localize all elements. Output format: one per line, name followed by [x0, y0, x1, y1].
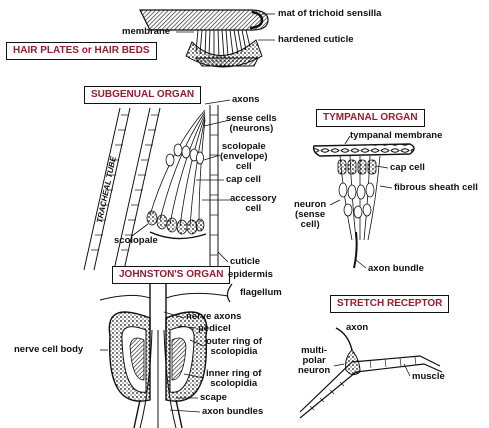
label-outer-ring-of-scolopidia: outer ring of scolopidia: [206, 337, 262, 357]
tympanal-drawing: [314, 136, 414, 268]
hair-plates-title: HAIR PLATES or HAIR BEDS: [6, 42, 157, 60]
label-axon-bundles: axon bundles: [202, 407, 263, 417]
stretch-receptor-title: STRETCH RECEPTOR: [330, 295, 449, 313]
label-tympanal-membrane: tympanal membrane: [350, 131, 442, 141]
label-cap-cell: cap cell: [226, 175, 261, 185]
label-stretch-axon: axon: [346, 323, 368, 333]
label-flagellum: flagellum: [240, 288, 282, 298]
label-pedicel: pedicel: [198, 324, 231, 334]
label-scolopale: scolopale: [114, 236, 158, 246]
label-axon-bundle: axon bundle: [368, 264, 424, 274]
label-muscle: muscle: [412, 372, 445, 382]
label-membrane: membrane: [122, 27, 170, 37]
label-accessory-cell: accessory cell: [230, 194, 276, 214]
label-mat-of-trichoid-sensilla: mat of trichoid sensilla: [278, 9, 381, 19]
label-neuron-sense-cell: neuron (sense cell): [294, 200, 326, 230]
label-sense-cells: sense cells (neurons): [226, 114, 277, 134]
subgenual-organ-title: SUBGENUAL ORGAN: [84, 86, 201, 104]
label-cuticle: cuticle: [230, 257, 260, 267]
label-epidermis: epidermis: [228, 270, 273, 280]
label-fibrous-sheath-cell: fibrous sheath cell: [394, 183, 478, 193]
tympanal-organ-title: TYMPANAL ORGAN: [316, 109, 425, 127]
label-inner-ring-of-scolopidia: inner ring of scolopidia: [206, 369, 261, 389]
label-nerve-axons: nerve axons: [186, 312, 241, 322]
label-scape: scape: [200, 393, 227, 403]
hair-plates-drawing: [140, 10, 275, 67]
label-tympanal-cap-cell: cap cell: [390, 163, 425, 173]
label-multipolar-neuron: multi- polar neuron: [298, 346, 330, 376]
johnstons-organ-title: JOHNSTON'S ORGAN: [112, 266, 230, 284]
label-scolopale-envelope-cell: scolopale (envelope) cell: [220, 142, 268, 172]
label-hardened-cuticle: hardened cuticle: [278, 35, 354, 45]
label-nerve-cell-body: nerve cell body: [14, 345, 83, 355]
label-axons: axons: [232, 95, 259, 105]
